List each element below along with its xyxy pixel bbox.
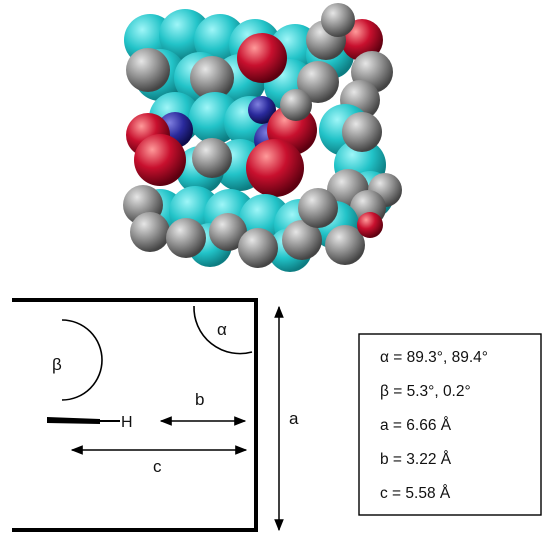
a-label: a	[289, 409, 299, 428]
molecule-model	[123, 3, 402, 272]
ch-bond-wedge	[47, 417, 100, 424]
beta-arc	[61, 319, 103, 401]
values-box-frame	[358, 333, 542, 516]
value-alpha: α = 89.3°, 89.4°	[380, 349, 488, 366]
hydrogen-label: H	[121, 414, 133, 431]
value-a: a = 6.66 Å	[380, 417, 452, 434]
value-b: b = 3.22 Å	[380, 451, 452, 468]
value-beta: β = 5.3°, 0.2°	[380, 383, 471, 400]
hydrogen-atoms-bottom	[123, 185, 383, 268]
b-label: b	[195, 390, 204, 409]
alpha-arc	[193, 305, 253, 355]
hydrogen-atoms-top	[126, 3, 393, 120]
value-c: c = 5.58 Å	[380, 485, 451, 502]
values-box: α = 89.3°, 89.4° β = 5.3°, 0.2° a = 6.66…	[358, 333, 542, 516]
box-outline	[12, 298, 258, 532]
c-label: c	[153, 457, 162, 476]
alpha-label: α	[217, 320, 227, 339]
beta-label: β	[52, 355, 62, 374]
geometry-schematic: α β H b c a	[12, 298, 299, 532]
